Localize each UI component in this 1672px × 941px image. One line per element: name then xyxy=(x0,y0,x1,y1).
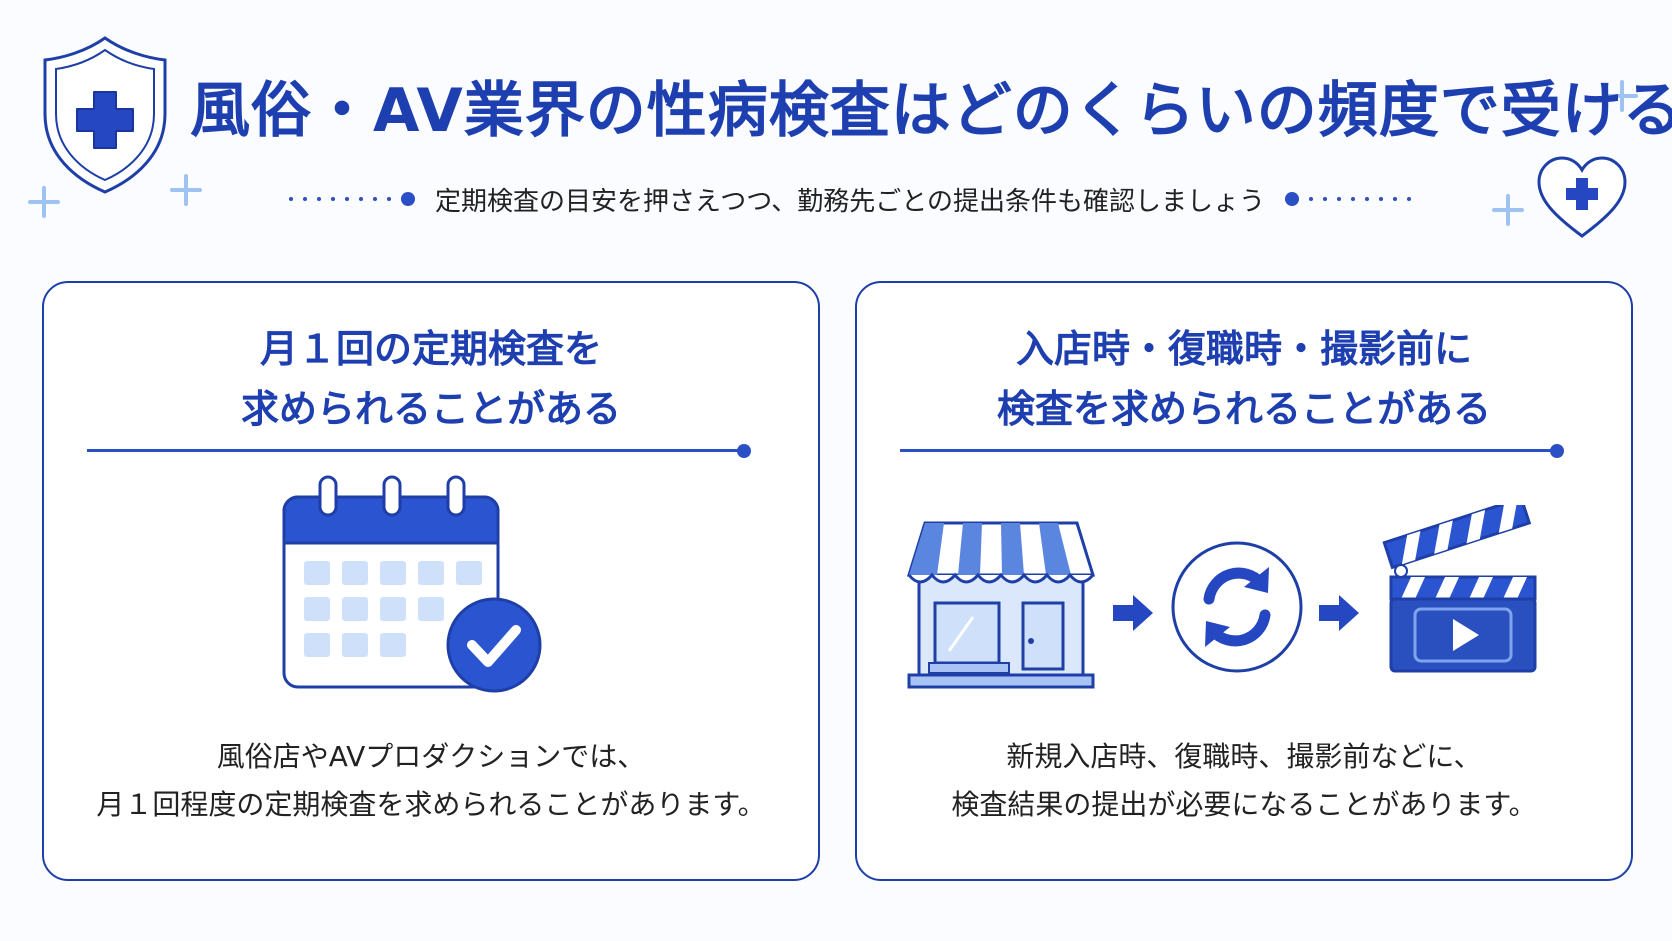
heart-medical-cross-icon xyxy=(1537,156,1627,238)
subtitle-dots-right xyxy=(1284,192,1411,206)
card-heading-line: 入店時・復職時・撮影前に xyxy=(1015,327,1472,371)
subtitle-dots-left xyxy=(289,192,416,206)
sparkle-icon xyxy=(1606,80,1638,112)
page-title: 風俗・AV業界の性病検査はどのくらいの頻度で受ける？ xyxy=(190,76,1672,146)
card-heading-line: 求められることがある xyxy=(240,387,621,431)
card-description-line: 新規入店時、復職時、撮影前などに、 xyxy=(1006,740,1482,773)
card-description: 風俗店やAVプロダクションでは、 月１回程度の定期検査を求められることがあります… xyxy=(64,733,798,829)
card-heading-line: 月１回の定期検査を xyxy=(259,327,602,371)
card-heading: 入店時・復職時・撮影前に 検査を求められることがある xyxy=(897,319,1591,439)
refresh-cycle-icon xyxy=(1171,541,1303,673)
sparkle-icon xyxy=(1492,194,1524,226)
card-monthly-checkup: 月１回の定期検査を 求められることがある 風俗店やAVプロダクションでは、 月１… xyxy=(42,281,820,881)
arrow-right-icon xyxy=(1113,595,1153,631)
card-heading: 月１回の定期検査を 求められることがある xyxy=(84,319,778,439)
heading-divider xyxy=(900,443,1564,458)
card-heading-line: 検査を求められることがある xyxy=(996,387,1491,431)
sparkle-icon xyxy=(28,186,60,218)
card-description-line: 検査結果の提出が必要になることがあります。 xyxy=(951,788,1537,821)
sparkle-icon xyxy=(170,174,202,206)
calendar-checkmark-icon xyxy=(282,475,542,693)
card-entry-checkup: 入店時・復職時・撮影前に 検査を求められることがある xyxy=(855,281,1633,881)
heading-divider xyxy=(87,443,751,458)
arrow-right-icon xyxy=(1319,595,1359,631)
card-description: 新規入店時、復職時、撮影前などに、 検査結果の提出が必要になることがあります。 xyxy=(877,733,1611,829)
shield-medical-cross-icon xyxy=(43,36,167,194)
card-description-line: 月１回程度の定期検査を求められることがあります。 xyxy=(96,788,766,821)
subtitle: 定期検査の目安を押さえつつ、勤務先ごとの提出条件も確認しましょう xyxy=(435,186,1265,217)
clapperboard-play-icon xyxy=(1382,505,1537,673)
subtitle-row: 定期検査の目安を押さえつつ、勤務先ごとの提出条件も確認しましょう xyxy=(230,178,1470,220)
card-description-line: 風俗店やAVプロダクションでは、 xyxy=(216,740,646,773)
storefront-icon xyxy=(906,521,1096,689)
